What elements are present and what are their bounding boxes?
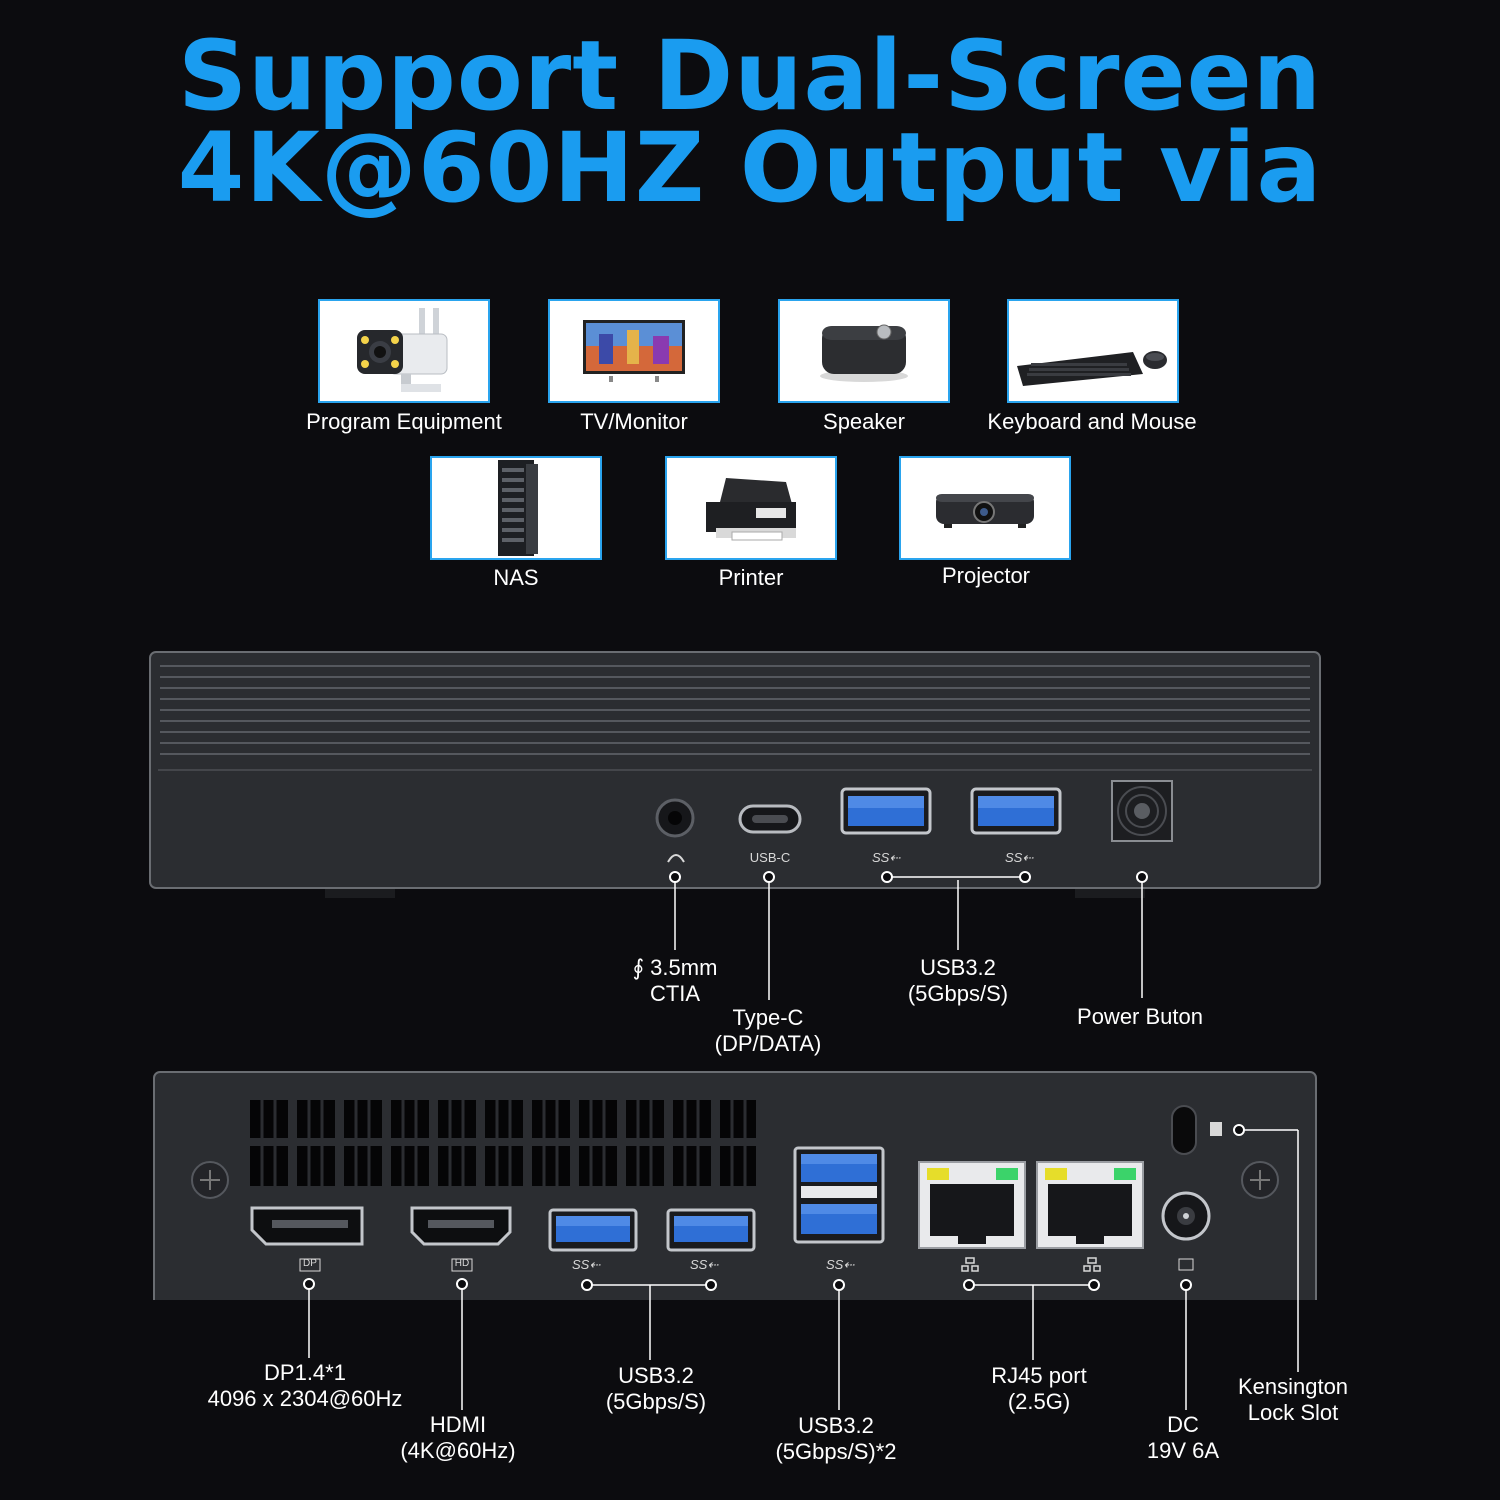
hdmi-icon-label: HD <box>454 1258 470 1269</box>
audio-jack-label: ∮ 3.5mm CTIA <box>632 955 718 1006</box>
typec-label: Type-C (DP/DATA) <box>714 1005 822 1056</box>
dc-label: DC 19V 6A <box>1146 1412 1220 1463</box>
rear-leader-lines <box>308 1130 1299 1410</box>
rear-usb-stacked-label: USB3.2 (5Gbps/S)*2 <box>775 1413 897 1464</box>
front-leader-lines <box>674 880 1143 1000</box>
headline-line-1: Support Dual-Screen <box>177 20 1323 132</box>
ss-usb-icon: SS⇠ <box>872 850 901 865</box>
rj45-label: RJ45 port (2.5G) <box>991 1363 1087 1414</box>
device-card-nas <box>430 456 602 560</box>
ss-usb-icon: SS⇠ <box>1005 850 1034 865</box>
network-icon <box>961 1257 1101 1272</box>
hdmi-label: HDMI (4K@60Hz) <box>400 1412 516 1463</box>
kensington-label: Kensington Lock Slot <box>1237 1374 1349 1425</box>
security-camera-icon <box>357 308 448 392</box>
front-usb-label: USB3.2 (5Gbps/S) <box>907 955 1009 1006</box>
device-card-projector <box>899 456 1071 560</box>
device-card-printer <box>665 456 837 560</box>
device-card-program-equipment <box>318 299 490 403</box>
device-label-keyboard-mouse: Keyboard and Mouse <box>987 409 1197 434</box>
dc-power-icon <box>1178 1258 1194 1271</box>
rear-panel: SS⇠ SS⇠ SS⇠ <box>153 1071 1317 1300</box>
device-label-tv-monitor: TV/Monitor <box>580 409 688 434</box>
headline-line-2: 4K@60HZ Output via <box>177 112 1323 224</box>
power-button-label: Power Buton <box>1077 1004 1203 1029</box>
projector-icon <box>936 494 1034 528</box>
monitor-icon <box>583 320 685 382</box>
front-panel: SS⇠ SS⇠ <box>149 651 1321 898</box>
device-card-keyboard-mouse <box>1007 299 1179 403</box>
device-label-printer: Printer <box>718 565 784 590</box>
dp-icon-label: DP <box>303 1258 317 1269</box>
device-card-speaker <box>778 299 950 403</box>
hdmi-icon <box>451 1258 473 1272</box>
headline: Support Dual-Screen 4K@60HZ Output via <box>0 20 1500 224</box>
dp-icon <box>299 1258 321 1272</box>
printer-icon <box>706 478 796 541</box>
device-label-speaker: Speaker <box>823 409 905 434</box>
server-rack-icon <box>498 460 538 556</box>
device-label-program-equipment: Program Equipment <box>306 409 502 434</box>
headphone-icon <box>667 854 685 863</box>
dp-label: DP1.4*1 4096 x 2304@60Hz <box>207 1360 403 1411</box>
usbc-port-icon-label: USB-C <box>749 850 791 865</box>
device-card-tv-monitor <box>548 299 720 403</box>
speaker-icon <box>820 324 908 382</box>
device-label-nas: NAS <box>493 565 539 590</box>
svg-text:SS⇠: SS⇠ <box>826 1257 855 1272</box>
rear-usb-label: USB3.2 (5Gbps/S) <box>605 1363 707 1414</box>
svg-text:SS⇠: SS⇠ <box>690 1257 719 1272</box>
device-label-projector: Projector <box>941 563 1031 588</box>
svg-text:SS⇠: SS⇠ <box>572 1257 601 1272</box>
keyboard-mouse-icon <box>1017 351 1167 386</box>
lock-icon <box>1210 1122 1222 1136</box>
